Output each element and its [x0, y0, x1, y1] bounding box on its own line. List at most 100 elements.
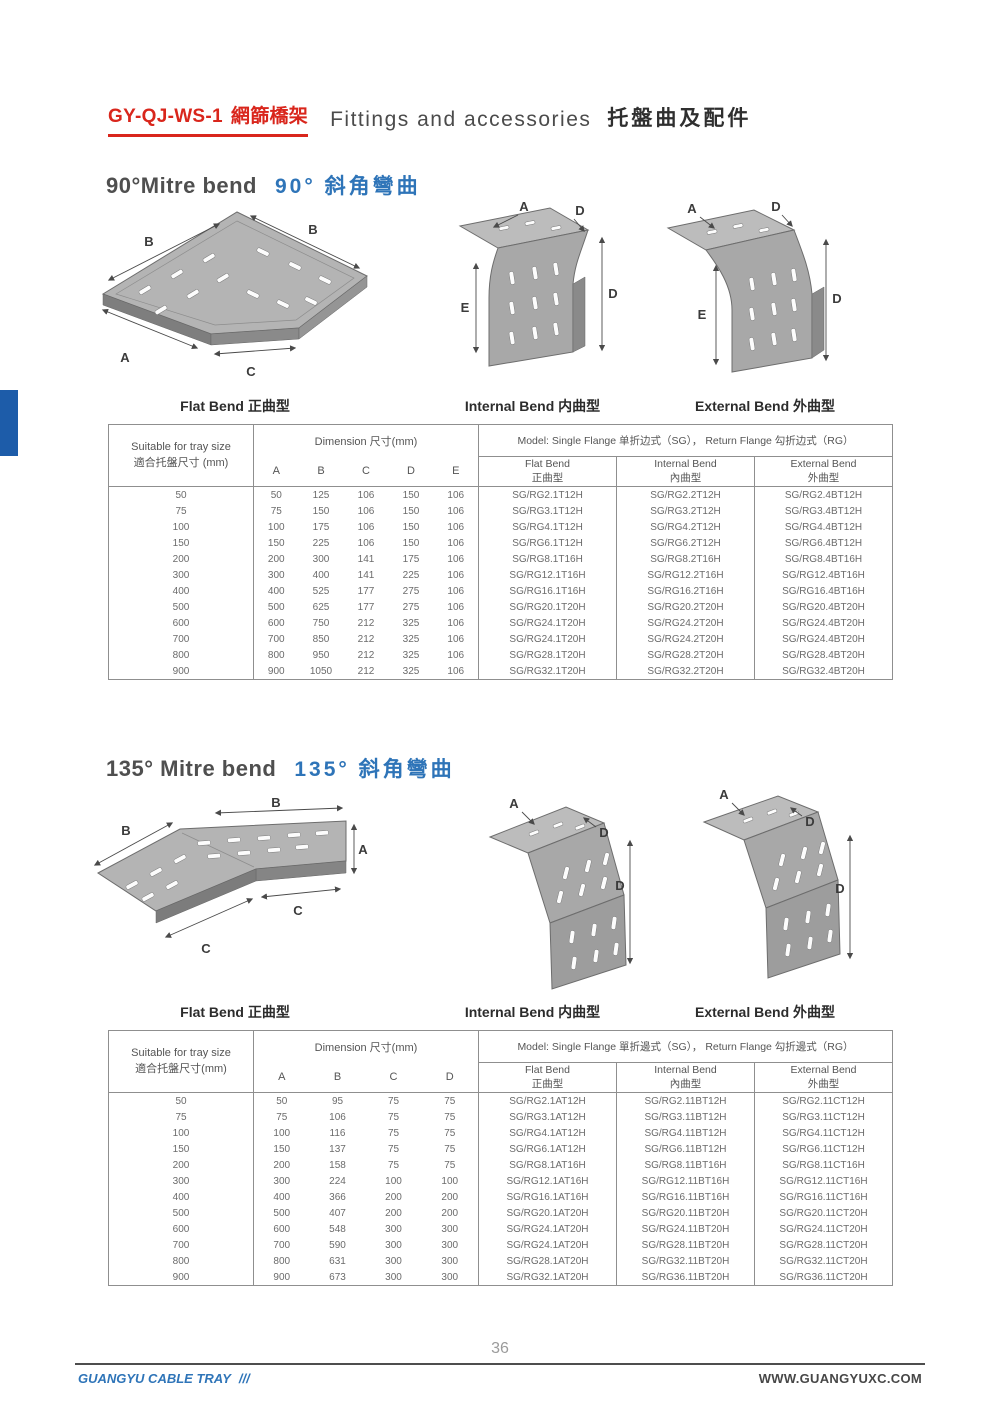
table-cell: 106 — [357, 521, 375, 533]
model-col-internal-en: Internal Bend — [654, 1063, 717, 1076]
table-cell: 325 — [402, 633, 420, 645]
table-cell: 150 — [402, 521, 420, 533]
dim-col-d: D — [388, 456, 434, 487]
dimension-label: D — [832, 291, 841, 306]
table-cell: 300 — [312, 553, 330, 565]
table-cell: SG/RG12.11BT16H — [616, 1173, 755, 1189]
dimension-label: A — [358, 842, 368, 857]
dimension-label: A — [687, 201, 697, 216]
table-cell: SG/RG4.2T12H — [616, 519, 755, 535]
table-cell: 200 — [385, 1207, 402, 1219]
model-col-external-en: External Bend — [790, 1063, 857, 1076]
dim-col-a: A — [253, 456, 299, 487]
model-col-flat-en: Flat Bend — [525, 1063, 570, 1076]
table-cell: 50 — [253, 1092, 310, 1109]
table-cell: 225 — [402, 569, 420, 581]
table-cell: 125 — [312, 489, 330, 501]
table-cell: 75 — [444, 1127, 456, 1139]
table-cell: 400 — [312, 569, 330, 581]
model-col-internal-en: Internal Bend — [654, 457, 717, 470]
table-cell: 106 — [447, 521, 465, 533]
tray-size-header-en: Suitable for tray size — [131, 1046, 231, 1059]
table-cell: SG/RG24.1T20H — [478, 615, 617, 631]
table-cell: 625 — [312, 601, 330, 613]
table-cell: SG/RG36.11CT20H — [754, 1269, 893, 1286]
table-cell: 325 — [402, 617, 420, 629]
dim-col-b: B — [298, 456, 344, 487]
table-cell: 950 — [312, 649, 330, 661]
table-cell: SG/RG20.11CT20H — [754, 1205, 893, 1221]
table-cell: 500 — [172, 1207, 190, 1219]
table-cell: 177 — [357, 585, 375, 597]
table-cell: 150 — [253, 535, 299, 551]
model-col-flat: Flat Bend 正曲型 — [478, 456, 617, 487]
table-cell: 212 — [357, 665, 375, 677]
page-title-cn: 托盤曲及配件 — [607, 107, 752, 130]
table-cell: 500 — [172, 601, 190, 613]
model-col-external-cn: 外曲型 — [807, 471, 840, 484]
table-cell: SG/RG32.4BT20H — [753, 663, 893, 680]
table-cell: 177 — [357, 601, 375, 613]
table-cell: SG/RG12.1AT16H — [478, 1173, 617, 1189]
table-cell: SG/RG8.1AT16H — [478, 1157, 617, 1173]
dim-col-c: C — [365, 1062, 422, 1093]
table-cell: 300 — [253, 1173, 310, 1189]
table-cell: SG/RG20.1AT20H — [478, 1205, 617, 1221]
section-title-135-cn: 135° 斜角彎曲 — [294, 758, 455, 781]
table-cell: SG/RG28.1T20H — [478, 647, 617, 663]
table-cell: 407 — [329, 1207, 346, 1219]
table-cell: 106 — [329, 1111, 346, 1123]
brand-code-cn: 網篩橋架 — [230, 106, 309, 127]
table-cell: 200 — [172, 553, 190, 565]
table-cell: 600 — [172, 1223, 190, 1235]
tray-size-header: Suitable for tray size 適合托盤尺寸 (mm) — [108, 424, 254, 487]
table-cell: 631 — [329, 1255, 346, 1267]
table-cell: 900 — [253, 663, 299, 680]
section-title-90-cn: 90° 斜角彎曲 — [275, 175, 421, 198]
table-cell: 300 — [385, 1223, 402, 1235]
spec-table-90: Suitable for tray size 適合托盤尺寸 (mm) Dimen… — [108, 424, 893, 680]
table-cell: 500 — [253, 1205, 310, 1221]
table-cell: 673 — [329, 1271, 346, 1283]
table-cell: 75 — [175, 1111, 187, 1123]
table-cell: 106 — [447, 649, 465, 661]
table-cell: 106 — [357, 537, 375, 549]
table-cell: 150 — [253, 1141, 310, 1157]
dimension-label: D — [615, 878, 624, 893]
table-cell: SG/RG3.1AT12H — [478, 1109, 617, 1125]
table-cell: SG/RG24.4BT20H — [753, 631, 893, 647]
table-cell: 150 — [402, 537, 420, 549]
model-col-internal-cn: 內曲型 — [669, 1077, 702, 1090]
table-cell: SG/RG20.4BT20H — [753, 599, 893, 615]
table-cell: 300 — [172, 1175, 190, 1187]
brand-code-text: GY-QJ-WS-1 — [108, 106, 223, 127]
flat-bend-90-diagram: B B A C — [101, 211, 368, 379]
table-cell: 325 — [402, 649, 420, 661]
table-cell: 325 — [402, 665, 420, 677]
table-cell: 200 — [441, 1191, 459, 1203]
table-cell: 400 — [253, 583, 299, 599]
table-cell: 212 — [357, 633, 375, 645]
table-cell: SG/RG16.1T16H — [478, 583, 617, 599]
table-cell: 50 — [253, 486, 299, 503]
dimension-label: C — [293, 903, 303, 918]
dimension-label: E — [698, 307, 707, 322]
table-cell: SG/RG6.11BT12H — [616, 1141, 755, 1157]
table-cell: SG/RG32.2T20H — [616, 663, 755, 680]
table-cell: SG/RG24.4BT20H — [753, 615, 893, 631]
table-cell: 300 — [385, 1255, 402, 1267]
table-cell: SG/RG6.11CT12H — [754, 1141, 893, 1157]
model-col-external: External Bend 外曲型 — [753, 456, 893, 487]
table-cell: 75 — [444, 1095, 456, 1107]
table-cell: 300 — [172, 569, 190, 581]
table-cell: SG/RG6.4BT12H — [753, 535, 893, 551]
footer-website: WWW.GUANGYUXC.COM — [758, 1371, 922, 1386]
tray-size-header-cn: 適合托盤尺寸 (mm) — [133, 456, 229, 469]
table-header: Suitable for tray size 適合托盤尺寸 (mm) Dimen… — [108, 424, 893, 487]
